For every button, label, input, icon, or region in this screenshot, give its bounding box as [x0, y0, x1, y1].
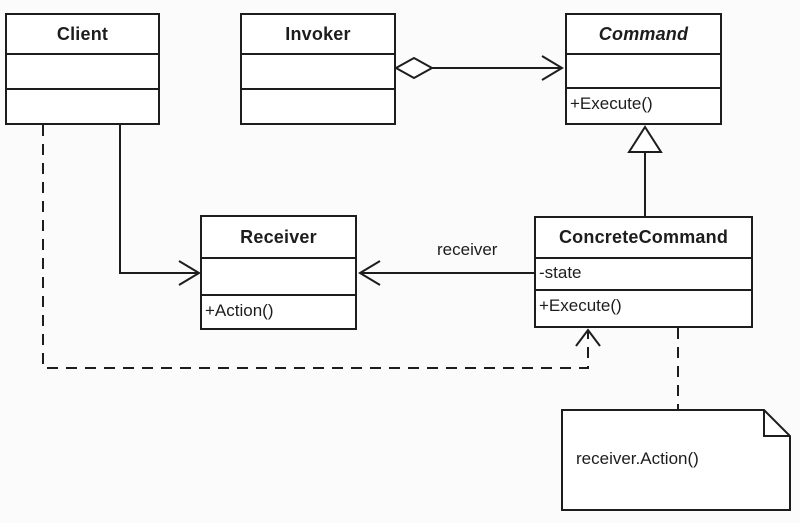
class-receiver-attributes: [202, 257, 355, 294]
association-role-label-receiver: receiver: [437, 240, 498, 259]
method-receiver-action: +Action(): [205, 301, 274, 320]
method-concretecommand-execute: +Execute(): [539, 296, 622, 315]
note-dog-ear-fold: [763, 410, 790, 437]
class-concretecommand-attributes: -state: [536, 257, 751, 289]
class-receiver-title: Receiver: [240, 226, 317, 247]
method-command-execute: +Execute(): [570, 94, 653, 113]
hollow-triangle-arrowhead: [627, 125, 663, 153]
dependency-dashed-line: [42, 125, 589, 369]
class-invoker-methods: [242, 88, 394, 123]
class-command-methods: +Execute(): [567, 87, 720, 123]
class-client-title: Client: [56, 23, 109, 44]
note-text: receiver.Action(): [576, 449, 699, 468]
class-receiver: Receiver +Action(): [200, 215, 357, 330]
open-arrowhead-into-concretecommand: [575, 328, 601, 347]
attribute-concretecommand-state: -state: [539, 263, 582, 282]
dependency-client-concretecommand: [42, 125, 601, 369]
open-arrowhead-into-command: [541, 55, 564, 81]
class-client-attributes: [7, 53, 158, 88]
class-invoker-attributes: [242, 53, 394, 88]
class-concretecommand-methods: +Execute(): [536, 289, 751, 326]
aggregation-diamond: [393, 56, 435, 80]
class-concretecommand: ConcreteCommand -state +Execute(): [534, 216, 753, 328]
association-client-receiver: [119, 125, 201, 286]
class-invoker: Invoker: [240, 13, 396, 125]
class-receiver-methods: +Action(): [202, 294, 355, 328]
class-client: Client: [5, 13, 160, 125]
note-shape: [561, 409, 791, 511]
class-client-methods: [7, 88, 158, 123]
class-invoker-title: Invoker: [285, 23, 351, 44]
class-command: Command +Execute(): [565, 13, 722, 125]
open-arrowhead-into-receiver-left: [178, 260, 201, 286]
association-concretecommand-receiver: [358, 260, 534, 286]
class-command-attributes: [567, 53, 720, 87]
note-body: [561, 409, 791, 511]
aggregation-invoker-command: [393, 55, 564, 81]
class-concretecommand-title: ConcreteCommand: [558, 227, 729, 247]
class-command-title: Command: [598, 23, 689, 44]
generalization-concretecommand-command: [627, 125, 663, 216]
open-arrowhead-into-receiver-right: [358, 260, 381, 286]
association-elbow-line: [119, 125, 199, 274]
